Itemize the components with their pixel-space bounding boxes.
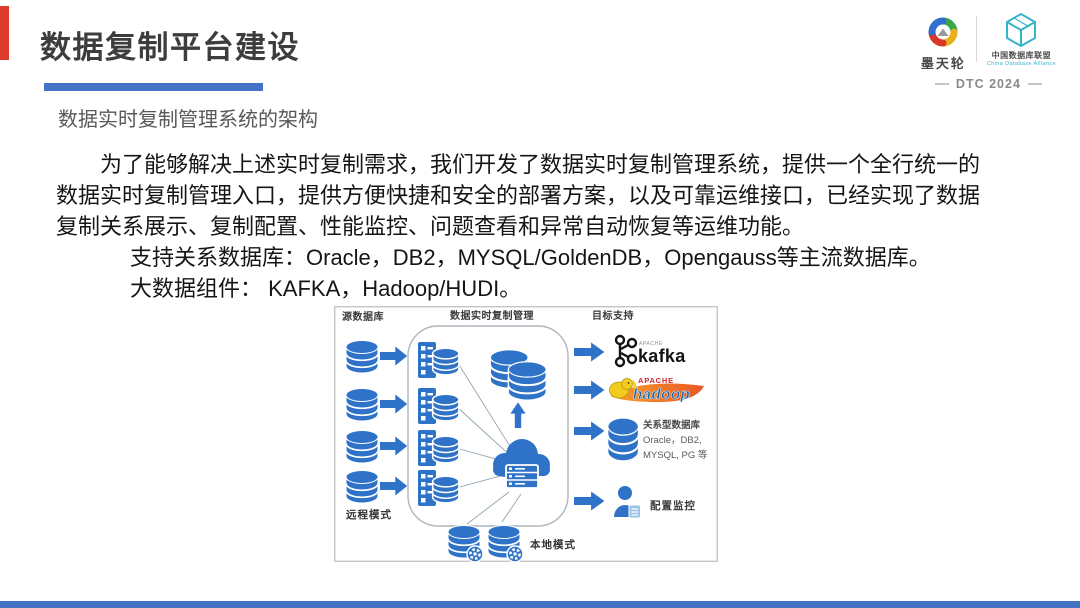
modb-pinwheel-icon [928, 17, 958, 47]
event-badge-text: DTC 2024 [955, 77, 1021, 91]
paragraph-line: 为了能够解决上述实时复制需求，我们开发了数据实时复制管理系统，提供一个全行统一的 [100, 152, 981, 177]
logo-divider [975, 16, 977, 62]
badge-dash-left [934, 83, 949, 85]
source-column-label: 源数据库 [342, 310, 384, 323]
hadoop-apache-text: APACHE [638, 376, 674, 385]
kafka-icon [614, 334, 638, 368]
source-database-icon [345, 429, 379, 464]
kafka-name-text: kafka [638, 346, 686, 366]
source-database-icon [345, 387, 379, 422]
bullet-line: 大数据组件： KAFKA，Hadoop/HUDI。 [130, 276, 522, 301]
logo-row: 墨天轮 中国数据库联盟 China Database Alliance [921, 12, 1056, 72]
bullet-line: 支持关系数据库：Oracle，DB2，MYSQL/GoldenDB，Openga… [130, 245, 931, 270]
relational-db-target: 关系型数据库 Oracle，DB2, MYSQL, PG 等 [606, 416, 708, 463]
relational-line2: Oracle，DB2, [643, 435, 702, 446]
local-mode-label: 本地模式 [530, 538, 576, 551]
gear-database-icon [488, 526, 523, 563]
monitor-label: 配置监控 [650, 499, 696, 512]
modb-logo: 墨天轮 [921, 12, 966, 72]
monitor-target: 配置监控 [613, 485, 696, 519]
event-badge: DTC 2024 [934, 77, 1042, 91]
paragraph-line: 数据实时复制管理入口，提供方便快捷和安全的部署方案，以及可靠运维接口，已经实现了… [56, 183, 981, 208]
alliance-cube-icon [1006, 13, 1037, 47]
page-title: 数据复制平台建设 [40, 30, 300, 65]
title-underline [44, 83, 263, 91]
relational-db-icon [606, 416, 640, 463]
paragraph-line: 复制关系展示、复制配置、性能监控、问题查看和异常自动恢复等运维功能。 [56, 214, 805, 239]
hadoop-logo: APACHE hadoop [609, 376, 704, 403]
architecture-diagram: 源数据库 数据实时复制管理 目标支持 [334, 306, 718, 562]
kafka-logo: APACHE kafka [614, 334, 686, 368]
kafka-apache-text: APACHE [639, 341, 663, 347]
bottom-accent-bar [0, 601, 1080, 608]
relational-line3: MYSQL, PG 等 [643, 449, 708, 461]
alliance-logo-text: 中国数据库联盟 [991, 51, 1052, 60]
hadoop-elephant-icon [609, 378, 637, 399]
replication-manager-box [407, 325, 569, 527]
red-accent-bar [0, 6, 9, 60]
source-database-icon [345, 339, 379, 374]
body-text: 为了能够解决上述实时复制需求，我们开发了数据实时复制管理系统，提供一个全行统一的… [56, 149, 1016, 304]
hadoop-name-text: hadoop [633, 386, 690, 403]
alliance-logo-subtext: China Database Alliance [986, 61, 1056, 67]
section-subtitle: 数据实时复制管理系统的架构 [58, 109, 318, 131]
source-database-icon [345, 469, 379, 504]
gear-database-icon [448, 526, 483, 563]
modb-logo-text: 墨天轮 [920, 56, 966, 71]
remote-mode-label: 远程模式 [346, 508, 392, 521]
alliance-logo: 中国数据库联盟 China Database Alliance [987, 12, 1056, 67]
branding-block: 墨天轮 中国数据库联盟 China Database Alliance DTC … [921, 12, 1056, 91]
target-column-label: 目标支持 [592, 309, 634, 322]
badge-dash-right [1027, 83, 1042, 85]
relational-title: 关系型数据库 [643, 419, 701, 431]
manager-column-label: 数据实时复制管理 [450, 309, 534, 322]
